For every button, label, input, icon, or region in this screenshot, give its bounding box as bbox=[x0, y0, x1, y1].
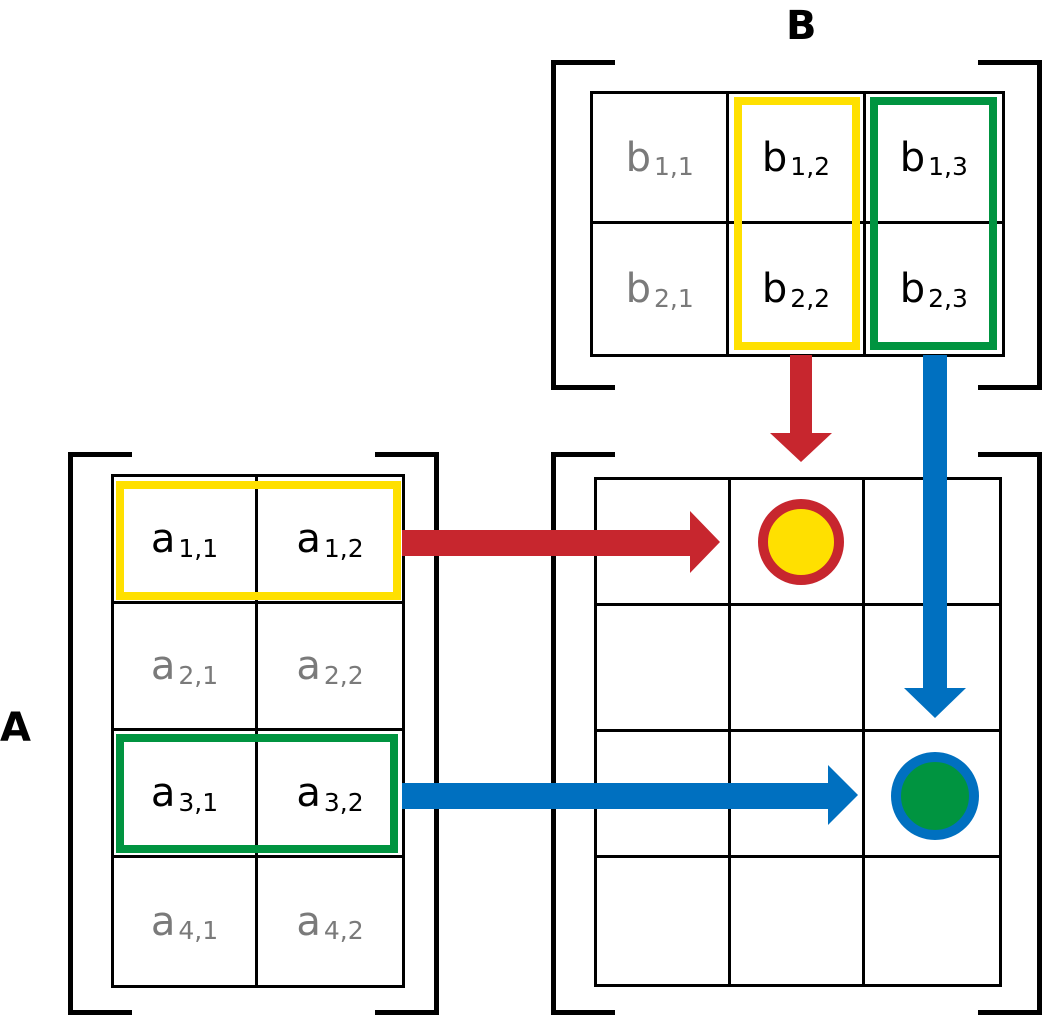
cell-subscript: 4,1 bbox=[178, 916, 219, 945]
cell-symbol: a bbox=[150, 770, 176, 816]
cell-symbol: a bbox=[150, 516, 176, 562]
cell-symbol: b bbox=[625, 134, 651, 181]
result-grid bbox=[594, 477, 1002, 987]
result-right-bracket bbox=[978, 452, 1042, 1015]
matrix-a-left-bracket bbox=[68, 452, 132, 1015]
matrix-b-left-bracket bbox=[551, 60, 615, 390]
cell-symbol: b bbox=[625, 266, 651, 312]
cell-symbol: b bbox=[899, 266, 926, 312]
result-cell-1-1 bbox=[597, 480, 731, 606]
cell-symbol: a bbox=[150, 643, 176, 689]
result-left-bracket bbox=[551, 452, 615, 1015]
result-cell-4-2 bbox=[731, 858, 865, 984]
cell-symbol: a bbox=[296, 643, 321, 689]
result-cell-2-2 bbox=[731, 606, 865, 732]
cell-symbol: b bbox=[761, 266, 788, 312]
cell-symbol: b bbox=[899, 134, 926, 181]
result-cell-3-3 bbox=[865, 732, 999, 858]
cell-subscript: 2,3 bbox=[928, 283, 968, 313]
cell-subscript: 1,2 bbox=[323, 533, 364, 563]
matrix-a-right-bracket bbox=[375, 452, 439, 1015]
cell-subscript: 1,1 bbox=[178, 533, 219, 563]
red-down-arrow bbox=[770, 355, 832, 462]
cell-subscript: 3,1 bbox=[178, 787, 219, 817]
result-cell-2-3 bbox=[865, 606, 999, 732]
cell-subscript: 1,3 bbox=[928, 152, 968, 181]
matrix-a-label: A bbox=[0, 705, 31, 751]
cell-symbol: b bbox=[761, 134, 788, 181]
cell-symbol: a bbox=[296, 516, 321, 562]
cell-subscript: 3,2 bbox=[323, 787, 364, 817]
cell-subscript: 1,2 bbox=[790, 152, 831, 181]
cell-symbol: a bbox=[150, 898, 176, 945]
cell-subscript: 1,1 bbox=[653, 152, 694, 181]
cell-subscript: 2,1 bbox=[178, 660, 219, 690]
result-cell-1-2 bbox=[731, 480, 865, 606]
result-cell-3-1 bbox=[597, 732, 731, 858]
result-cell-4-3 bbox=[865, 858, 999, 984]
cell-subscript: 4,2 bbox=[323, 916, 364, 945]
cell-symbol: a bbox=[296, 898, 321, 945]
matrix-b-label: B bbox=[786, 3, 817, 49]
cell-subscript: 2,2 bbox=[323, 660, 364, 690]
matrix-b-right-bracket bbox=[978, 60, 1042, 390]
result-cell-2-1 bbox=[597, 606, 731, 732]
result-cell-4-1 bbox=[597, 858, 731, 984]
cell-subscript: 2,1 bbox=[653, 283, 694, 313]
cell-symbol: a bbox=[296, 770, 321, 816]
cell-subscript: 2,2 bbox=[790, 283, 831, 313]
result-cell-1-3 bbox=[865, 480, 999, 606]
result-cell-3-2 bbox=[731, 732, 865, 858]
